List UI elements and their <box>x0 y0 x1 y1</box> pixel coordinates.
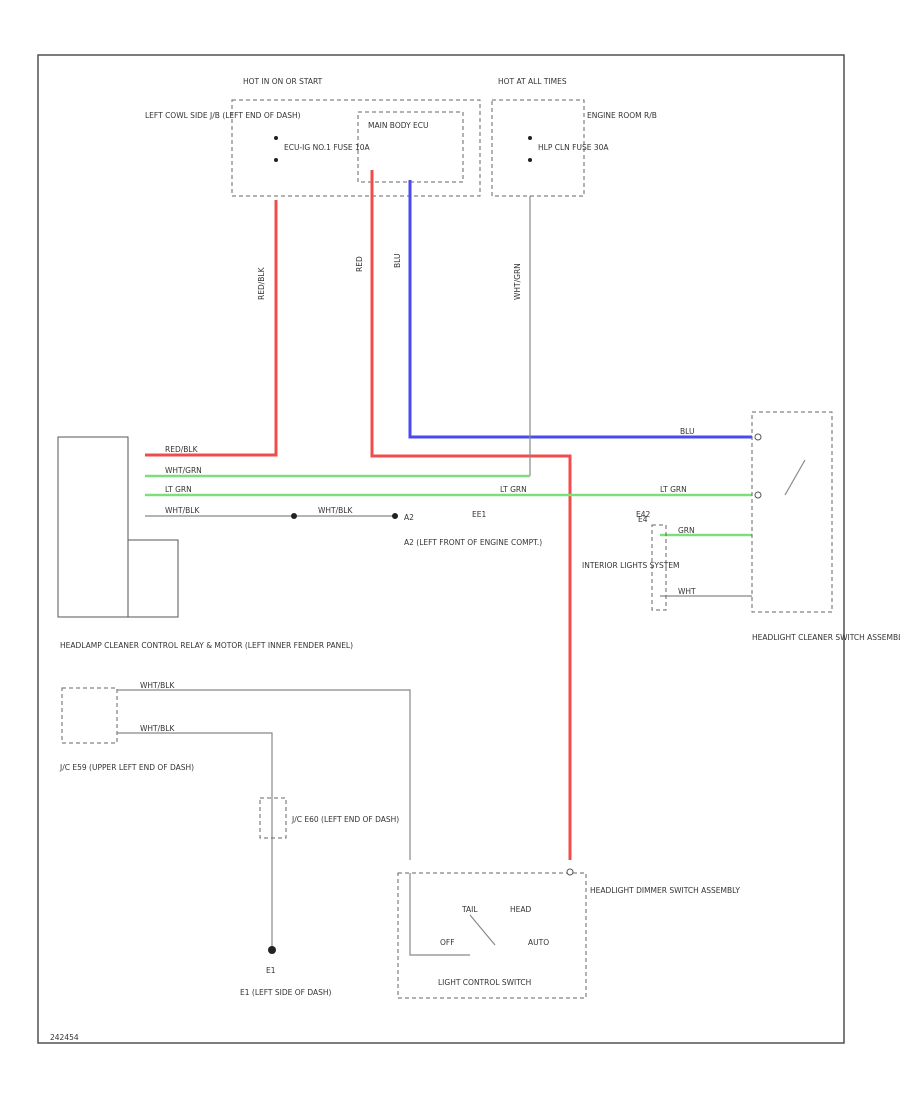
ground-e1-dot <box>268 946 276 954</box>
label-light-control: LIGHT CONTROL SWITCH <box>438 978 531 987</box>
connector-label-e42: E42 <box>636 510 651 519</box>
wire-red <box>370 170 572 860</box>
wire-label-blu-vertical: BLU <box>393 254 402 268</box>
splice-dot-a2 <box>291 513 297 519</box>
light-control-switch-arm <box>469 914 496 946</box>
light-control-internal-wire <box>409 873 470 956</box>
dimmer-terminal-top <box>566 868 574 876</box>
wire-label-red-vertical: RED <box>355 256 364 272</box>
connector-label-e4: E4 <box>638 515 648 524</box>
cleaner-relay-box <box>57 436 129 618</box>
wire-wht-blk-jc-2 <box>117 732 273 950</box>
connector-label-e1: E1 <box>266 966 276 975</box>
switch-contact-arm <box>784 459 806 496</box>
wire-label-wht-grn-vertical: WHT/GRN <box>513 263 522 300</box>
label-engine-room-rb: ENGINE ROOM R/B <box>587 111 657 120</box>
diagram-frame <box>37 54 845 1044</box>
label-left-cowl: LEFT COWL SIDE J/B (LEFT END OF DASH) <box>145 111 301 120</box>
wire-red-blk <box>145 200 278 457</box>
switch-terminal-top <box>754 433 762 441</box>
label-hlp-cln-fuse: HLP CLN FUSE 30A <box>538 143 609 152</box>
wire-label-wht-blk-2: WHT/BLK <box>318 506 353 515</box>
label-jc-left-end: J/C E60 (LEFT END OF DASH) <box>291 815 399 824</box>
wire-label-lt-grn-1: LT GRN <box>165 485 192 494</box>
jc-upper-left-box <box>61 687 118 744</box>
ground-a2-dot <box>392 513 398 519</box>
connector-label-a2: A2 <box>404 513 414 522</box>
label-cleaner-switch: HEADLIGHT CLEANER SWITCH ASSEMBLY <box>752 633 900 642</box>
wire-blu <box>408 180 752 439</box>
label-dimmer-switch: HEADLIGHT DIMMER SWITCH ASSEMBLY <box>590 886 740 895</box>
fuse-ecu-ig-bottom-terminal <box>274 158 278 162</box>
label-main-body-ecu: MAIN BODY ECU <box>368 121 429 130</box>
label-hot-in-on: HOT IN ON OR START <box>243 77 323 86</box>
cleaner-motor-box <box>127 539 179 618</box>
wire-label-lt-grn-2: LT GRN <box>500 485 527 494</box>
switch-terminal-mid <box>754 491 762 499</box>
wire-label-wht-blk-1: WHT/BLK <box>165 506 200 515</box>
connector-label-ee1: EE1 <box>472 510 486 519</box>
label-e1-ground: E1 (LEFT SIDE OF DASH) <box>240 988 332 997</box>
cleaner-switch-box <box>751 411 833 613</box>
fuse-hlp-cln-bottom-terminal <box>528 158 532 162</box>
label-tail: TAIL <box>461 905 478 914</box>
wire-label-red-blk-vertical: RED/BLK <box>257 266 266 300</box>
wire-wht-blk-jc-1 <box>117 689 411 860</box>
fuse-hlp-cln-top-terminal <box>528 136 532 140</box>
fuse-ecu-ig-top-terminal <box>274 136 278 140</box>
wire-label-wht-blk-3: WHT/BLK <box>140 681 175 690</box>
interior-lights-box <box>651 524 667 611</box>
label-ecu-ig-fuse: ECU-IG NO.1 FUSE 10A <box>284 143 371 152</box>
wire-label-wht-blk-4: WHT/BLK <box>140 724 175 733</box>
label-jc-upper-left: J/C E59 (UPPER LEFT END OF DASH) <box>59 763 194 772</box>
wire-label-wht: WHT <box>678 587 696 596</box>
wire-label-blu: BLU <box>680 427 694 436</box>
label-hot-at-all: HOT AT ALL TIMES <box>498 77 567 86</box>
label-interior-lights: INTERIOR LIGHTS SYSTEM <box>582 561 680 570</box>
label-auto: AUTO <box>528 938 549 947</box>
label-off: OFF <box>440 938 455 947</box>
label-cleaner-relay: HEADLAMP CLEANER CONTROL RELAY & MOTOR (… <box>60 641 353 650</box>
wire-label-grn: GRN <box>678 526 695 535</box>
label-a2-ground: A2 (LEFT FRONT OF ENGINE COMPT.) <box>404 538 542 547</box>
wire-label-lt-grn-3: LT GRN <box>660 485 687 494</box>
hot-at-all-fuse-box <box>491 99 585 197</box>
footer-code: 242454 <box>50 1033 79 1042</box>
jc-left-end-box <box>259 797 287 839</box>
wire-label-red-blk: RED/BLK <box>165 445 199 454</box>
light-control-switch-box <box>397 872 587 999</box>
wire-label-wht-grn: WHT/GRN <box>165 466 202 475</box>
label-head: HEAD <box>510 905 532 914</box>
hot-in-on-fuse-box <box>231 99 481 197</box>
